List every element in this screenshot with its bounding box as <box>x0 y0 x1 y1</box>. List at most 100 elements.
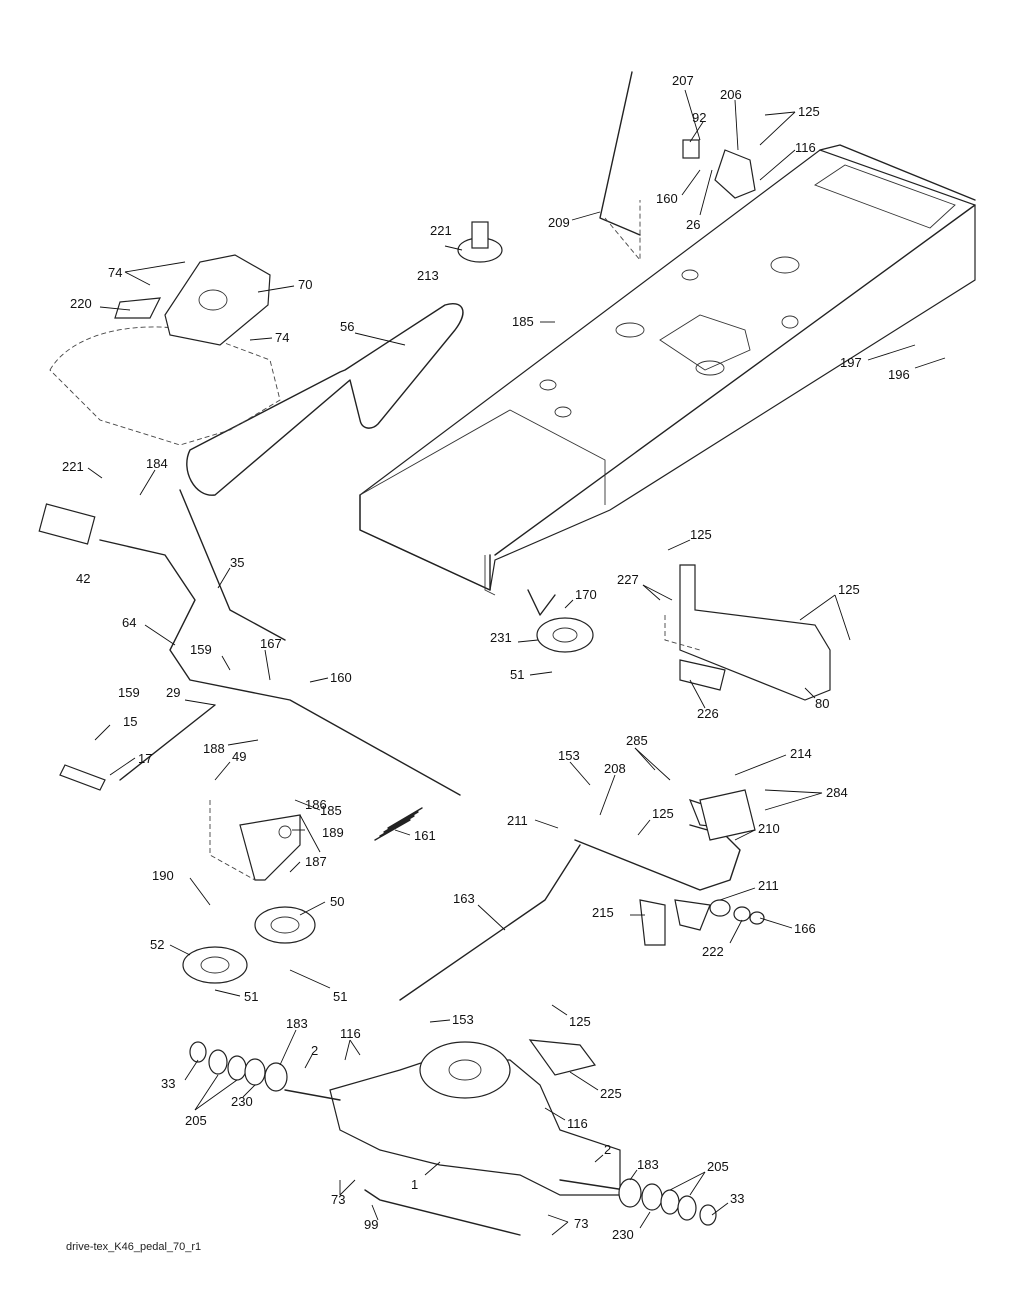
brake-bracket <box>664 564 831 701</box>
fender-cover <box>49 254 281 446</box>
callout-226: 226 <box>697 706 719 721</box>
callout-26: 26 <box>686 217 701 232</box>
callout-99: 99 <box>364 1217 379 1232</box>
callout-197: 197 <box>840 355 862 370</box>
callout-29: 29 <box>166 685 181 700</box>
callout-214: 214 <box>790 746 812 761</box>
callout-2: 2 <box>604 1142 612 1157</box>
rod-163 <box>399 844 581 1001</box>
callout-222: 222 <box>702 944 724 959</box>
callout-161: 161 <box>414 828 436 843</box>
callout-285: 285 <box>626 733 648 748</box>
callout-56: 56 <box>340 319 355 334</box>
callout-225: 225 <box>600 1086 622 1101</box>
callout-205: 205 <box>185 1113 207 1128</box>
callout-163: 163 <box>453 891 475 906</box>
callout-227: 227 <box>617 572 639 587</box>
callout-230: 230 <box>231 1094 253 1109</box>
transaxle <box>284 1039 626 1236</box>
callout-221: 221 <box>430 223 452 238</box>
callout-1: 1 <box>411 1177 419 1192</box>
callout-74: 74 <box>108 265 123 280</box>
callout-210: 210 <box>758 821 780 836</box>
callout-125: 125 <box>569 1014 591 1029</box>
callout-208: 208 <box>604 761 626 776</box>
callout-284: 284 <box>826 785 848 800</box>
pulley-bracket <box>209 800 301 881</box>
callout-70: 70 <box>298 277 313 292</box>
callout-35: 35 <box>230 555 245 570</box>
callout-184: 184 <box>146 456 168 471</box>
axle-washers <box>189 1041 717 1226</box>
callout-33: 33 <box>161 1076 176 1091</box>
diagram-caption: drive-tex_K46_pedal_70_r1 <box>66 1241 202 1253</box>
chassis-frame <box>359 144 976 596</box>
callout-187: 187 <box>305 854 327 869</box>
callout-209: 209 <box>548 215 570 230</box>
spring-161 <box>374 807 423 841</box>
callout-221: 221 <box>62 459 84 474</box>
callout-73: 73 <box>331 1192 346 1207</box>
callout-207: 207 <box>672 73 694 88</box>
callout-189: 189 <box>322 825 344 840</box>
callout-2: 2 <box>311 1043 319 1058</box>
callout-196: 196 <box>888 367 910 382</box>
callout-17: 17 <box>138 751 153 766</box>
callout-116: 116 <box>340 1026 361 1041</box>
callout-92: 92 <box>692 110 707 125</box>
callout-33: 33 <box>730 1191 745 1206</box>
callout-166: 166 <box>794 921 816 936</box>
callout-125: 125 <box>798 104 820 119</box>
knob-213 <box>457 221 503 263</box>
brake-pedal <box>574 789 765 946</box>
callout-230: 230 <box>612 1227 634 1242</box>
callout-205: 205 <box>707 1159 729 1174</box>
callout-167: 167 <box>260 636 282 651</box>
callout-49: 49 <box>232 749 247 764</box>
callout-73: 73 <box>574 1216 589 1231</box>
callout-51: 51 <box>244 989 259 1004</box>
pedal-linkage <box>38 489 461 796</box>
callout-160: 160 <box>656 191 678 206</box>
callout-170: 170 <box>575 587 597 602</box>
callout-50: 50 <box>330 894 345 909</box>
callout-190: 190 <box>152 868 174 883</box>
callout-183: 183 <box>286 1016 308 1031</box>
callout-185: 185 <box>512 314 534 329</box>
callout-51: 51 <box>510 667 525 682</box>
callout-183: 183 <box>637 1157 659 1172</box>
callout-159: 159 <box>190 642 212 657</box>
shift-lever <box>599 71 756 262</box>
callout-125: 125 <box>690 527 712 542</box>
callout-116: 116 <box>795 140 816 155</box>
callout-52: 52 <box>150 937 165 952</box>
leader-lines <box>87 89 946 1236</box>
callout-153: 153 <box>558 748 580 763</box>
callout-215: 215 <box>592 905 614 920</box>
callout-125: 125 <box>838 582 860 597</box>
callout-51: 51 <box>333 989 348 1004</box>
callout-153: 153 <box>452 1012 474 1027</box>
callout-125: 125 <box>652 806 674 821</box>
callout-15: 15 <box>123 714 138 729</box>
callout-116: 116 <box>567 1116 588 1131</box>
callout-206: 206 <box>720 87 742 102</box>
callout-160: 160 <box>330 670 352 685</box>
callout-211: 211 <box>758 878 779 893</box>
callout-74: 74 <box>275 330 290 345</box>
callout-80: 80 <box>815 696 830 711</box>
callout-188: 188 <box>203 741 225 756</box>
callout-185: 185 <box>320 803 342 818</box>
callout-220: 220 <box>70 296 92 311</box>
drive-belt-56 <box>186 303 464 496</box>
callout-211: 211 <box>507 813 528 828</box>
callout-213: 213 <box>417 268 439 283</box>
callout-231: 231 <box>490 630 512 645</box>
pulleys <box>182 589 594 984</box>
callout-42: 42 <box>76 571 91 586</box>
callout-159: 159 <box>118 685 140 700</box>
callout-186: 186 <box>305 797 327 812</box>
callout-64: 64 <box>122 615 137 630</box>
